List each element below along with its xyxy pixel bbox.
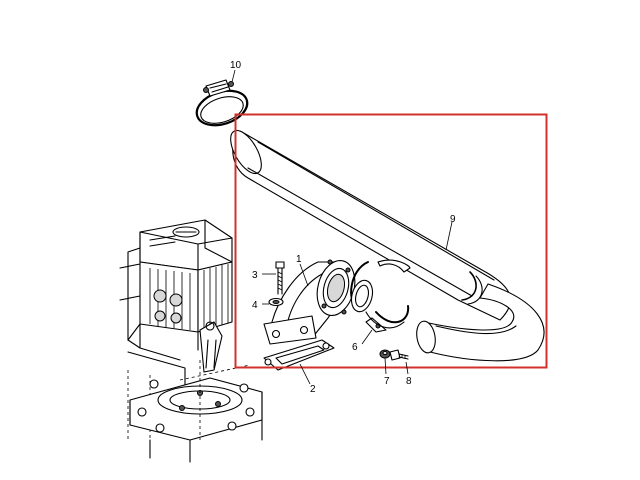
callout-3: 3 <box>252 270 258 281</box>
gasket-part-2 <box>264 340 334 370</box>
engine-block <box>120 220 262 462</box>
washer-part-4 <box>269 299 283 306</box>
callout-4: 4 <box>252 300 258 311</box>
callout-2: 2 <box>310 384 316 395</box>
callout-9: 9 <box>450 214 456 225</box>
callout-1: 1 <box>296 254 302 265</box>
callout-6: 6 <box>352 342 358 353</box>
bolt-part-8 <box>390 350 408 360</box>
v-clamp-part-6 <box>348 260 410 332</box>
nut-part-7 <box>380 350 390 358</box>
callout-8: 8 <box>406 376 412 387</box>
callout-7: 7 <box>384 376 390 387</box>
hose-clamp-part-10 <box>192 80 251 131</box>
bolt-part-3 <box>276 262 284 294</box>
callout-10: 10 <box>230 60 242 71</box>
